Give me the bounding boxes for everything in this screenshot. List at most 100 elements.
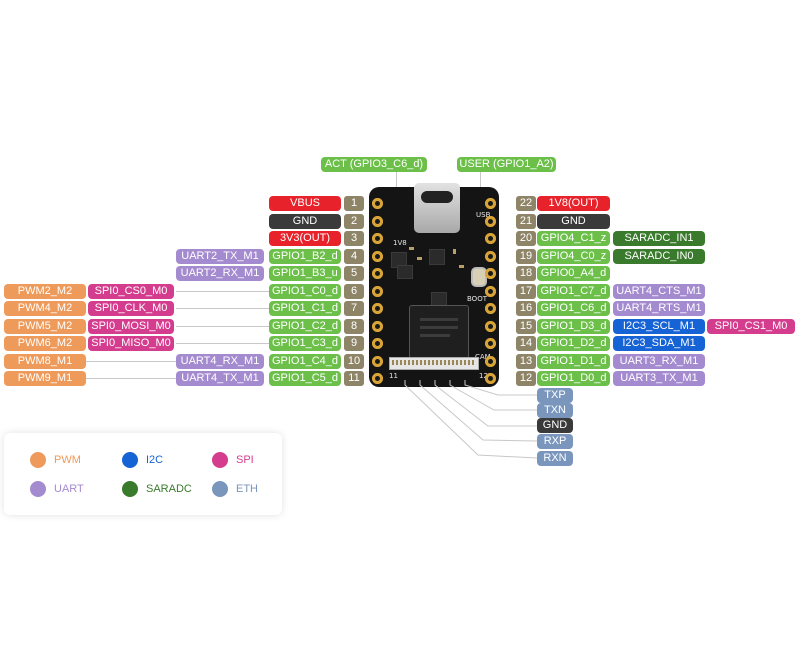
eth-pin-label: RXP [537,434,573,449]
legend-swatch [30,452,46,468]
pin-number: 5 [344,266,364,281]
pin-number: 7 [344,301,364,316]
pin-pad [372,286,383,297]
chip-small-2 [429,249,445,265]
legend-swatch [122,452,138,468]
pin-pad [372,233,383,244]
pin-func-label: PWM2_M2 [4,284,86,299]
eth-pin-label: TXN [537,403,573,418]
pin-pad [485,303,496,314]
pin-number: 21 [516,214,536,229]
legend-swatch [30,481,46,497]
smd-2 [417,257,422,260]
pin-number: 16 [516,301,536,316]
pin-pad [485,373,496,384]
pin-pad [485,198,496,209]
pin-func-label: UART3_TX_M1 [613,371,705,386]
pin-func-label: I2C3_SDA_M1 [613,336,705,351]
pin-number: 17 [516,284,536,299]
silk-boot: BOOT [467,295,487,303]
silk-11: 11 [389,372,398,380]
pin-func-label: UART2_TX_M1 [176,249,264,264]
pin-func-label: UART4_CTS_M1 [613,284,705,299]
usb-c-connector [414,183,460,233]
pin-gpio-label: GPIO1_C0_d [269,284,341,299]
silk-cam: CAM [475,353,491,361]
pin-func-label: UART2_RX_M1 [176,266,264,281]
act-led-label: ACT (GPIO3_C6_d) [321,157,427,172]
pin-gpio-label: GPIO1_C7_d [537,284,610,299]
pin-gpio-label: GPIO1_D3_d [537,319,610,334]
pin-gpio-label: GPIO1_C2_d [269,319,341,334]
act-leader [396,172,397,194]
pin-func-label: PWM8_M1 [4,354,86,369]
pin-gpio-label: GPIO4_C1_z [537,231,610,246]
smd-3 [453,249,456,254]
pin-pad [485,338,496,349]
pin-func-label: SARADC_IN0 [613,249,705,264]
pin-gpio-label: GND [537,214,610,229]
pin-number: 13 [516,354,536,369]
pin-gpio-label: 3V3(OUT) [269,231,341,246]
pin-leader [176,291,269,292]
pin-func-label: UART4_RTS_M1 [613,301,705,316]
pin-number: 20 [516,231,536,246]
pin-pad [485,216,496,227]
pin-func-label: I2C3_SCL_M1 [613,319,705,334]
pin-pad [372,303,383,314]
pin-leader [86,361,176,362]
legend-swatch [212,481,228,497]
pin-func-label: SPI0_MISO_M0 [88,336,174,351]
pin-pad [372,338,383,349]
pin-pad [485,356,496,367]
silk-usb: USB [476,211,491,219]
pin-func-label: SPI0_CS1_M0 [707,319,795,334]
pin-number: 18 [516,266,536,281]
pin-number: 10 [344,354,364,369]
pin-number: 4 [344,249,364,264]
pin-gpio-label: GND [269,214,341,229]
pin-pad [372,373,383,384]
pin-leader [176,326,269,327]
pin-gpio-label: GPIO1_C1_d [269,301,341,316]
smd-1 [409,247,414,250]
legend-label: I2C [146,454,164,466]
pin-gpio-label: GPIO1_D2_d [537,336,610,351]
pin-func-label: UART3_RX_M1 [613,354,705,369]
pin-number: 15 [516,319,536,334]
pin-number: 14 [516,336,536,351]
pin-gpio-label: GPIO1_D0_d [537,371,610,386]
pin-func-label: PWM9_M1 [4,371,86,386]
pin-pad [485,286,496,297]
pin-func-label: PWM5_M2 [4,319,86,334]
pin-leader [176,343,269,344]
legend-swatch [212,452,228,468]
legend-swatch [122,481,138,497]
smd-4 [459,265,464,268]
user-led-label: USER (GPIO1_A2) [457,157,556,172]
pin-func-label: SPI0_CLK_M0 [88,301,174,316]
pin-gpio-label: VBUS [269,196,341,211]
pin-gpio-label: GPIO1_C5_d [269,371,341,386]
pin-func-label: PWM4_M2 [4,301,86,316]
pin-gpio-label: GPIO1_D1_d [537,354,610,369]
boot-button[interactable] [471,267,487,287]
pin-func-label: SARADC_IN1 [613,231,705,246]
pin-pad [372,198,383,209]
pin-leader [176,308,269,309]
pin-pad [372,216,383,227]
chip-small-4 [397,265,413,279]
pin-pad [372,356,383,367]
pin-number: 19 [516,249,536,264]
pin-gpio-label: GPIO1_C6_d [537,301,610,316]
pin-gpio-label: GPIO4_C0_z [537,249,610,264]
pin-pad [372,268,383,279]
pin-pad [485,268,496,279]
pin-func-label: SPI0_MOSI_M0 [88,319,174,334]
silk-1v8: 1V8 [393,239,407,247]
pin-pad [372,251,383,262]
pin-number: 22 [516,196,536,211]
pin-number: 12 [516,371,536,386]
pin-number: 1 [344,196,364,211]
